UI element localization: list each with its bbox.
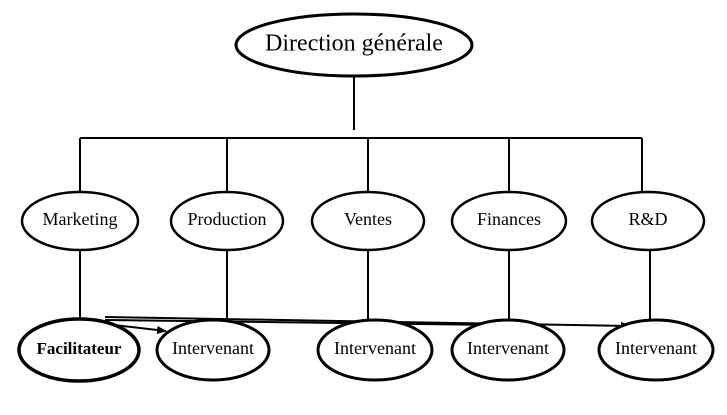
department-nodes: Marketing Production Ventes Finances R&D bbox=[20, 190, 706, 252]
department-ellipse bbox=[20, 190, 140, 252]
department-ellipse bbox=[169, 190, 285, 252]
root-node: Direction générale bbox=[234, 12, 474, 78]
department-label: R&D bbox=[628, 209, 667, 229]
department-label: Ventes bbox=[344, 209, 392, 229]
arrow-to-intervenant-3 bbox=[104, 319, 497, 329]
intervenant-ellipse bbox=[155, 318, 271, 382]
department-ellipse bbox=[450, 190, 568, 252]
intervenant-ellipse bbox=[597, 318, 715, 382]
intervenant-ellipse bbox=[316, 318, 434, 382]
connector-lines bbox=[79, 76, 651, 322]
intervenant-finances: Intervenant bbox=[450, 318, 566, 382]
intervenant-label: Intervenant bbox=[467, 338, 549, 358]
department-production: Production bbox=[169, 190, 285, 252]
department-label: Production bbox=[188, 209, 267, 229]
department-label: Marketing bbox=[43, 209, 118, 229]
intervenant-production: Intervenant bbox=[155, 318, 271, 382]
root-label: Direction générale bbox=[265, 31, 443, 57]
department-label: Finances bbox=[477, 209, 541, 229]
department-finances: Finances bbox=[450, 190, 568, 252]
facilitator-ellipse bbox=[17, 317, 141, 383]
facilitator-node: Facilitateur bbox=[17, 317, 141, 383]
intervenant-nodes: Intervenant Intervenant Intervenant Inte… bbox=[155, 318, 715, 382]
intervenant-ellipse bbox=[450, 318, 566, 382]
department-ventes: Ventes bbox=[310, 190, 426, 252]
intervenant-label: Intervenant bbox=[615, 338, 697, 358]
department-rd: R&D bbox=[590, 190, 706, 252]
intervenant-ventes: Intervenant bbox=[316, 318, 434, 382]
intervenant-rd: Intervenant bbox=[597, 318, 715, 382]
department-ellipse bbox=[590, 190, 706, 252]
facilitator-label: Facilitateur bbox=[37, 339, 122, 358]
intervenant-label: Intervenant bbox=[172, 338, 254, 358]
root-ellipse bbox=[234, 12, 474, 78]
department-ellipse bbox=[310, 190, 426, 252]
intervenant-label: Intervenant bbox=[334, 338, 416, 358]
department-marketing: Marketing bbox=[20, 190, 140, 252]
